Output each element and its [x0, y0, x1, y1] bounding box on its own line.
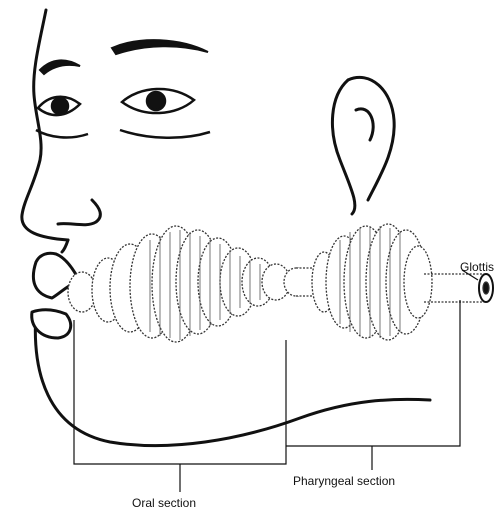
pharyngeal-section-label: Pharyngeal section [293, 474, 395, 488]
glottis-label: Glottis [460, 260, 494, 274]
ear [332, 77, 394, 214]
nose [58, 200, 100, 225]
oral-tube [68, 226, 318, 342]
oral-section-label: Oral section [132, 496, 196, 510]
eyebrows [40, 40, 208, 74]
eyes [36, 89, 210, 138]
pharyngeal-tube [312, 224, 432, 340]
glottis-pipe [424, 274, 493, 302]
